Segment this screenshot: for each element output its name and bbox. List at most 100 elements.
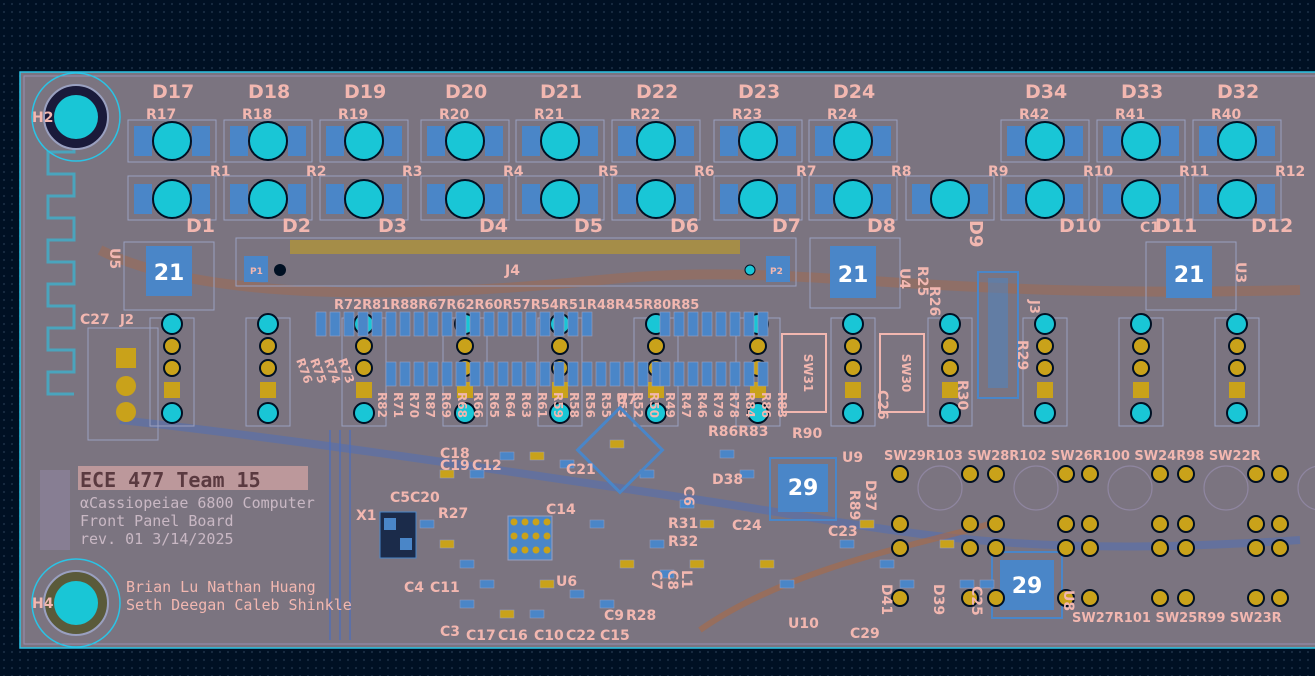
led-label: D3 xyxy=(378,215,407,237)
led-label: D32 xyxy=(1217,81,1259,103)
mounting-hole-h2[interactable] xyxy=(31,72,121,162)
h4-label: H4 xyxy=(32,596,54,612)
ic-u3[interactable]: 21 xyxy=(1145,241,1237,311)
resistor-label: R21 xyxy=(534,107,564,123)
component-label: D37 xyxy=(862,480,878,511)
resistor-label: R61 xyxy=(535,392,549,418)
tact-switch[interactable] xyxy=(891,465,979,607)
led-label: D17 xyxy=(152,81,194,103)
u9-value: 29 xyxy=(788,476,819,501)
ic-u8[interactable]: 29 xyxy=(991,551,1063,619)
tact-switch[interactable] xyxy=(1177,465,1265,607)
ic-u6-footprint[interactable] xyxy=(507,515,553,561)
resistor-label: R24 xyxy=(827,107,858,123)
tact-switch-array xyxy=(891,465,1315,607)
pin-header[interactable] xyxy=(927,313,973,427)
component-label: C5 xyxy=(390,490,410,506)
tact-switch[interactable] xyxy=(987,465,1075,607)
bottom-led-row: D1R1D2R2D3R3D4R4D5R5D6R6D7R7D8R8D9R9D10R… xyxy=(127,164,1305,247)
switch-labels-bottom: SW27R101 SW25R99 SW23R xyxy=(1072,611,1282,626)
resistor-label: R9 xyxy=(988,164,1009,180)
led-label: D7 xyxy=(772,215,801,237)
component-label: C29 xyxy=(850,626,880,642)
title-background xyxy=(78,466,308,490)
tact-switch[interactable] xyxy=(1271,465,1315,607)
component-label: C20 xyxy=(410,490,440,506)
ic-u9[interactable]: 29 xyxy=(769,457,837,521)
component-label: C3 xyxy=(440,624,460,640)
pin-header[interactable] xyxy=(245,313,291,427)
tact-switch[interactable] xyxy=(1081,465,1169,607)
board-line1: αCassiopeiae 6800 Computer xyxy=(80,494,315,512)
resistor-label: R8 xyxy=(891,164,912,180)
component-label: R86R83 xyxy=(708,424,769,440)
board-line3: rev. 01 3/14/2025 xyxy=(80,530,234,548)
resistor-label: R49 xyxy=(663,392,677,418)
board-line2: Front Panel Board xyxy=(80,512,234,530)
pin-header[interactable] xyxy=(1022,313,1068,427)
j3-label: J3 xyxy=(1026,299,1041,314)
resistor-label: R55 xyxy=(599,392,613,418)
component-label: C10 xyxy=(534,628,564,644)
u4-value: 21 xyxy=(838,263,869,288)
component-label: U7 xyxy=(616,392,637,408)
p1-label: P1 xyxy=(250,267,263,277)
pin-header[interactable] xyxy=(1118,313,1164,427)
connector-j3[interactable]: J3 xyxy=(977,271,1041,399)
connector-j2[interactable]: J2 xyxy=(87,313,159,441)
crystal-x1[interactable] xyxy=(379,511,417,559)
pin-header[interactable] xyxy=(830,313,876,427)
led-label: D4 xyxy=(479,215,508,237)
component-label: D39 xyxy=(930,584,946,615)
resistor-label: R64 xyxy=(503,392,517,418)
component-label: U6 xyxy=(556,574,577,590)
pin-header[interactable] xyxy=(1214,313,1260,427)
resistor-label: R56 xyxy=(583,392,597,418)
ic-u5[interactable]: 21 xyxy=(123,241,215,311)
resistor-label: R82 xyxy=(375,392,389,418)
p2-label: P2 xyxy=(770,267,783,277)
resistor-label: R63 xyxy=(519,392,533,418)
led-d3[interactable]: D3 R3 xyxy=(319,164,423,237)
resistor-label: R12 xyxy=(1275,164,1305,180)
led-label: D2 xyxy=(282,215,311,237)
pin-header[interactable] xyxy=(149,313,195,427)
connector-j4[interactable]: J4 P1 P2 xyxy=(235,237,797,287)
component-label: C1 xyxy=(1140,220,1160,236)
resistor-label: R23 xyxy=(732,107,762,123)
ic-u4[interactable]: 21 xyxy=(809,237,901,309)
component-label: C17 xyxy=(466,628,496,644)
h2-label: H2 xyxy=(32,110,53,126)
board-title: ECE 477 Team 15 xyxy=(80,468,261,492)
switch-sw30[interactable]: SW30 xyxy=(879,333,925,413)
resistor-label: R3 xyxy=(402,164,423,180)
resistor-label: R78 xyxy=(727,392,741,418)
mounting-hole-h4[interactable] xyxy=(31,558,121,648)
switch-sw31[interactable]: SW31 xyxy=(781,333,827,413)
resistor-label: R52 xyxy=(631,392,645,418)
top-led-row: D17R17D18R18D19R19D20R20D21R21D22R22D23R… xyxy=(127,81,1282,163)
